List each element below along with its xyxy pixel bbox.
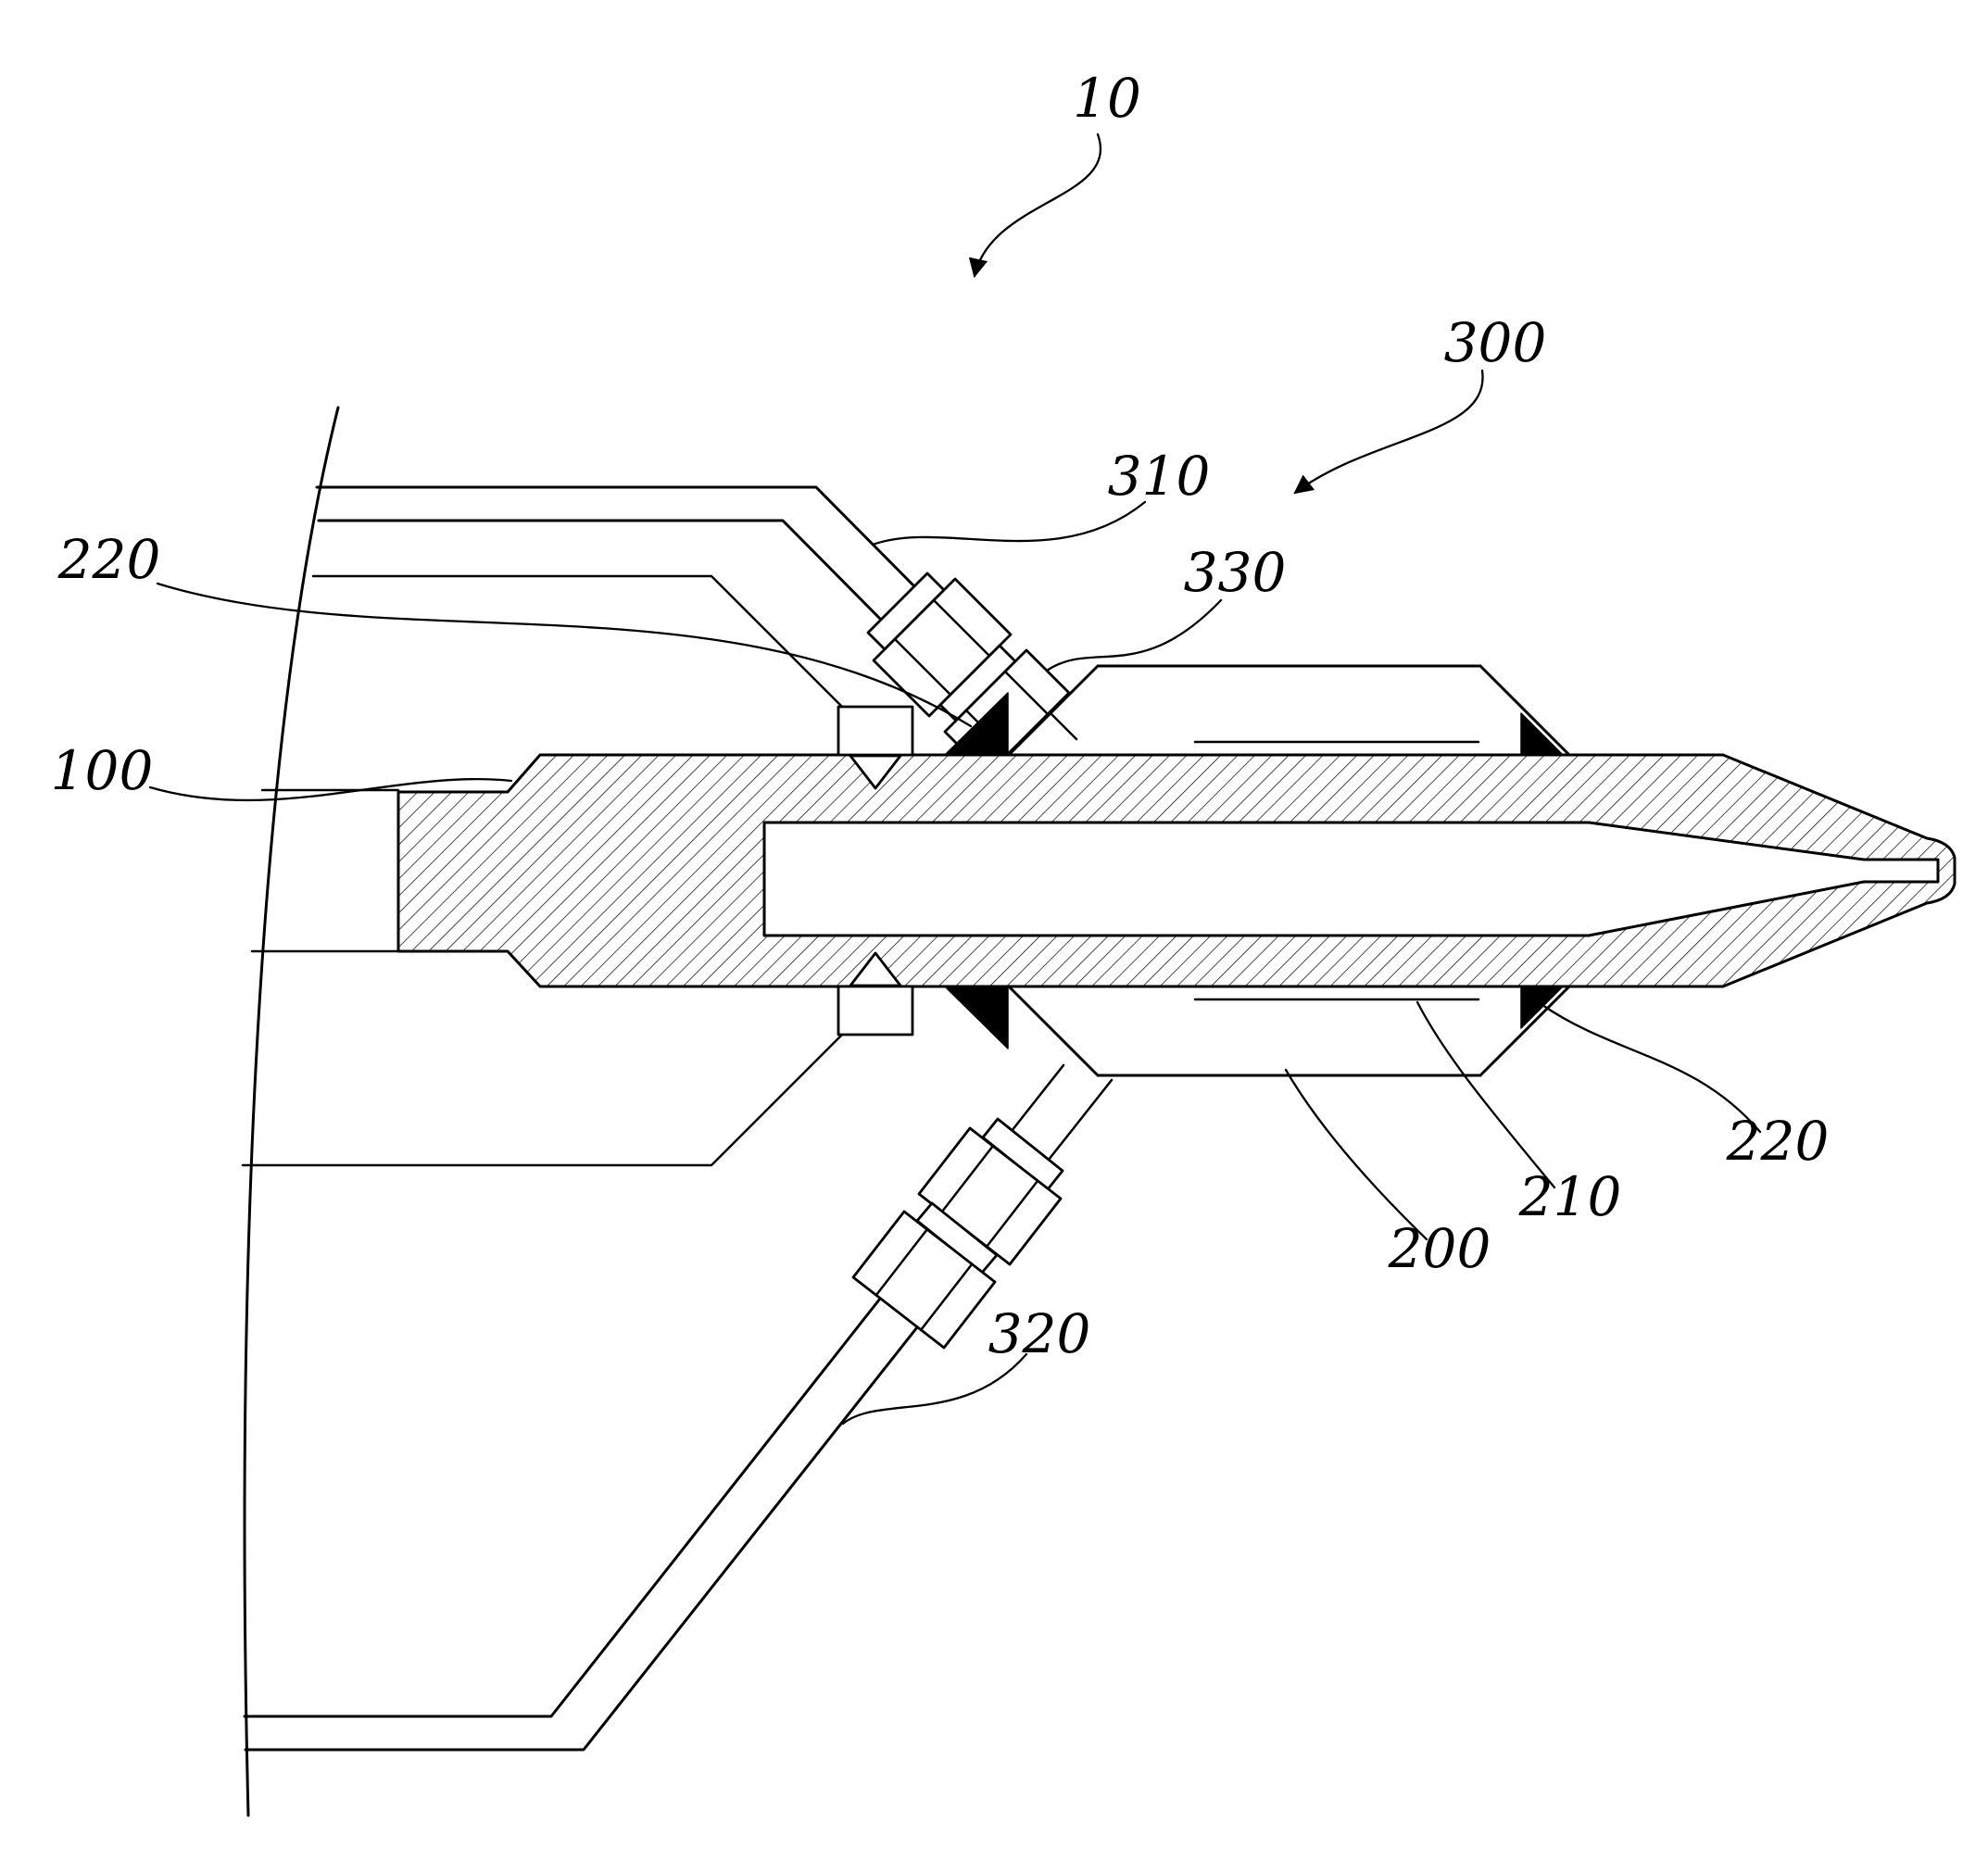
lower-nut-2	[851, 1210, 997, 1350]
leader-lines	[148, 132, 1762, 1426]
leader-220-top-left	[156, 582, 973, 728]
lower-collar-chamfer	[1478, 985, 1571, 1077]
lower-pipe-stub-lr	[1047, 1078, 1114, 1162]
leader-320	[841, 1352, 1028, 1426]
leader-300	[1293, 369, 1484, 495]
bottom-chamber-line	[241, 985, 892, 1167]
upper-collar-chamfer	[1478, 664, 1571, 757]
top-chamber-line	[311, 574, 892, 757]
ref-label-300: 300	[1444, 311, 1547, 374]
left-body	[241, 406, 919, 1817]
lower-nut-1	[917, 1126, 1063, 1266]
nozzle-section-hatched	[396, 753, 1957, 988]
seals	[944, 692, 1564, 1049]
lower-fitting	[851, 1063, 1114, 1350]
seal-top-left	[944, 692, 1009, 756]
ref-label-10: 10	[1073, 67, 1141, 130]
top-wall-outer-line	[315, 485, 916, 588]
lower-nut-1-facet	[940, 1144, 995, 1213]
leader-200	[1284, 1068, 1428, 1241]
ref-label-310: 310	[1108, 445, 1211, 508]
seal-top-right	[1520, 712, 1564, 756]
ref-label-220-left: 220	[57, 528, 161, 591]
bottom-wall-inner-line	[243, 1297, 882, 1718]
ref-labels: 10 300 310 330 220 100 220 210 200 320	[51, 67, 1830, 1365]
leader-10	[968, 132, 1101, 279]
lower-collar	[1008, 985, 1571, 1077]
ref-label-220-right: 220	[1726, 1110, 1830, 1173]
top-pin-point	[849, 754, 902, 790]
bottom-wall-outer-line	[244, 1325, 919, 1752]
leader-330	[1045, 598, 1223, 672]
bottom-pin-block	[837, 985, 914, 1036]
bottom-pin-point	[849, 951, 902, 987]
top-pin-block	[837, 705, 914, 757]
seal-bottom-right	[1520, 986, 1564, 1029]
upper-nut-2-facet	[1003, 670, 1050, 716]
lower-nut-2-facet	[919, 1262, 974, 1332]
leader-210	[1416, 1000, 1556, 1189]
leader-220-right	[1541, 1003, 1762, 1134]
top-wall-inner-line	[317, 519, 883, 622]
ref-label-210: 210	[1518, 1165, 1622, 1228]
upper-nut-1-facet	[932, 598, 991, 658]
ref-label-200: 200	[1388, 1217, 1491, 1280]
upper-collar	[1008, 664, 1571, 757]
upper-neck-line	[1048, 710, 1078, 741]
lower-pipe-stub-ul	[1010, 1063, 1065, 1133]
upper-nut-1	[872, 577, 1013, 718]
ref-label-320: 320	[988, 1302, 1091, 1365]
leader-310	[871, 500, 1147, 546]
leader-100	[148, 777, 513, 802]
lower-nut-2-facet	[874, 1227, 929, 1297]
nozzle-body	[396, 705, 1957, 1036]
lower-nut-1-facet	[985, 1179, 1039, 1249]
body-arc	[243, 406, 340, 1817]
ref-label-330: 330	[1184, 541, 1287, 604]
upper-nut-1-facet	[893, 637, 952, 697]
lower-collar-left-face	[1008, 986, 1100, 1077]
seal-bottom-left	[944, 986, 1009, 1049]
ref-label-100: 100	[51, 739, 154, 802]
upper-collar-left-face	[1008, 664, 1100, 756]
